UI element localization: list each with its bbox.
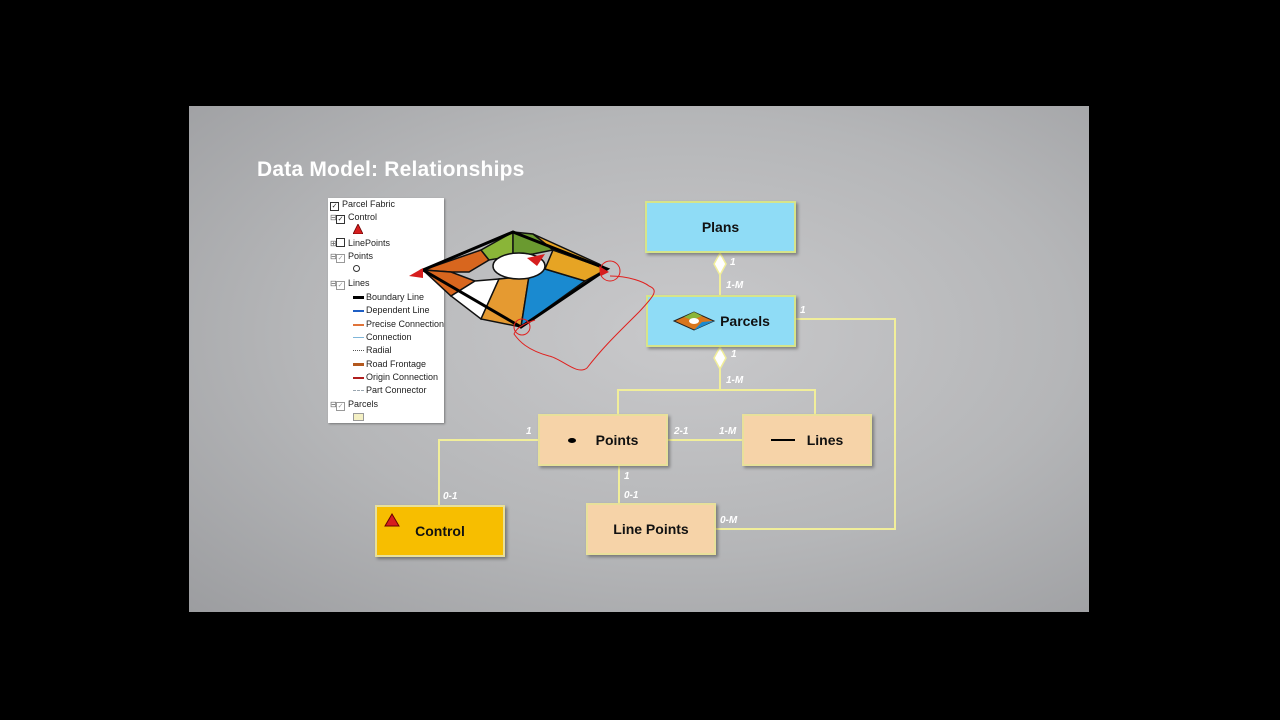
checkbox-icon[interactable] (336, 281, 345, 290)
boundary-line-symbol-icon (353, 296, 364, 300)
checkbox-icon[interactable] (336, 238, 345, 247)
expand-icon[interactable]: ⊞ (330, 239, 337, 248)
part-connector-symbol-icon (353, 390, 364, 392)
composition-diamond-plans (713, 251, 727, 277)
card-points-lines-right: 1-M (719, 426, 737, 437)
entity-points: Points (538, 414, 668, 466)
toc-item-points[interactable]: ⊟Points (330, 250, 373, 263)
checkbox-icon[interactable] (336, 402, 345, 411)
checkbox-icon[interactable] (336, 254, 345, 263)
card-points-linepoints-top: 1 (624, 471, 630, 482)
entity-parcels-label: Parcels (720, 313, 770, 329)
card-points-lines-left: 2-1 (674, 426, 689, 437)
toc-legend-road-frontage: Road Frontage (353, 358, 426, 370)
collapse-icon[interactable]: ⊟ (330, 252, 337, 261)
dependent-line-symbol-icon (353, 309, 364, 312)
card-linepoints-right: 0-M (720, 515, 738, 526)
toc-symbol-parcels (353, 412, 364, 424)
card-parcels-children-bottom: 1-M (726, 375, 744, 386)
point-icon (567, 437, 576, 443)
card-plans-parcels-top: 1 (730, 257, 736, 268)
card-parcels-children-top: 1 (731, 349, 737, 360)
slide-title: Data Model: Relationships (257, 158, 525, 181)
card-points-linepoints-bottom: 0-1 (624, 490, 639, 501)
entity-line-points-label: Line Points (613, 521, 689, 537)
connector-branch (617, 389, 816, 414)
card-points-control-bottom: 0-1 (443, 491, 458, 502)
card-points-control-top: 1 (526, 426, 532, 437)
road-frontage-symbol-icon (353, 363, 364, 367)
precise-connection-symbol-icon (353, 323, 364, 326)
entity-line-points: Line Points (586, 503, 716, 555)
parcel-swatch-icon (353, 413, 364, 421)
entity-control: Control (375, 505, 505, 557)
toc-item-parcel-fabric[interactable]: Parcel Fabric (330, 198, 395, 211)
card-parcels-right: 1 (800, 305, 806, 316)
card-plans-parcels-bottom: 1-M (726, 280, 744, 291)
toc-symbol-points (353, 263, 360, 275)
entity-lines: Lines (742, 414, 872, 466)
entity-lines-label: Lines (806, 432, 844, 448)
toc-legend-radial: Radial (353, 344, 392, 356)
composition-diamond-parcels (713, 345, 727, 371)
entity-control-label: Control (415, 523, 465, 539)
entity-plans: Plans (645, 201, 796, 253)
collapse-icon[interactable]: ⊟ (330, 213, 337, 222)
relationship-connectors (438, 251, 896, 530)
toc-item-lines[interactable]: ⊟Lines (330, 277, 370, 290)
slide: Data Model: Relationships Plans (189, 106, 1089, 612)
point-circle-icon (353, 265, 360, 272)
collapse-icon[interactable]: ⊟ (330, 279, 337, 288)
entity-plans-label: Plans (701, 219, 740, 235)
connection-symbol-icon (353, 337, 364, 339)
entity-parcels: Parcels (646, 295, 796, 347)
toc-legend-connection: Connection (353, 331, 412, 343)
radial-symbol-icon (353, 350, 364, 352)
line-icon (770, 439, 795, 441)
toc-item-control[interactable]: ⊟Control (330, 211, 377, 224)
toc-symbol-control (352, 223, 364, 236)
toc-item-linepoints[interactable]: ⊞LinePoints (330, 238, 391, 248)
checkbox-icon[interactable] (336, 215, 345, 224)
control-triangle-icon (352, 223, 364, 235)
connector-parcels-linepoints (715, 318, 896, 530)
toc-legend-origin-connection: Origin Connection (353, 371, 438, 383)
connector-points-control (438, 439, 538, 505)
toc-legend-boundary-line: Boundary Line (353, 291, 424, 303)
origin-connection-symbol-icon (353, 376, 364, 379)
toc-item-parcels[interactable]: ⊟Parcels (330, 398, 378, 411)
parcel-icon (672, 311, 716, 331)
control-triangle-icon (384, 513, 400, 527)
toc-legend-precise-connection: Precise Connection (353, 318, 444, 330)
entity-points-label: Points (595, 432, 639, 448)
toc-legend-part-connector: Part Connector (353, 384, 427, 396)
checkbox-icon[interactable] (330, 202, 339, 211)
table-of-contents-panel: Parcel Fabric ⊟Control ⊞LinePoints ⊟Poin… (328, 198, 444, 423)
collapse-icon[interactable]: ⊟ (330, 400, 337, 409)
toc-legend-dependent-line: Dependent Line (353, 304, 430, 316)
